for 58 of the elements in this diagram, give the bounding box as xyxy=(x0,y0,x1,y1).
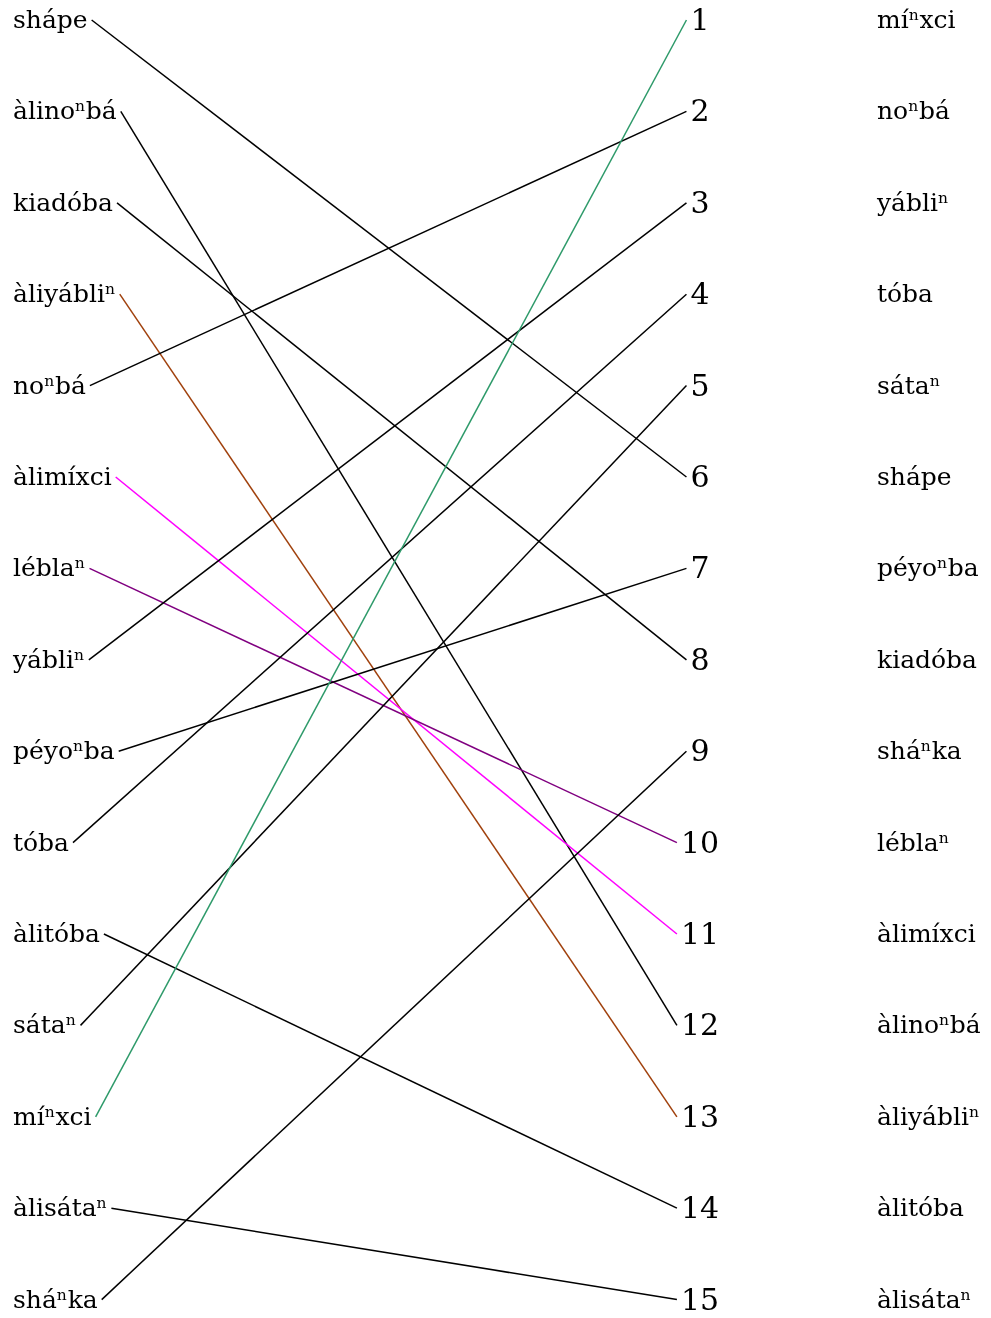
number-label: 5 xyxy=(690,367,710,404)
word-label: àlitóba xyxy=(877,1192,964,1225)
word-label: míⁿxci xyxy=(877,4,956,36)
word-label: àlinoⁿbá xyxy=(13,93,117,130)
word-label: noⁿbá xyxy=(13,367,86,404)
number-label: 9 xyxy=(690,733,710,770)
number-label: 8 xyxy=(690,641,710,678)
connector-line xyxy=(117,567,688,752)
word-label: sátaⁿ xyxy=(877,369,941,402)
number-label: 1 xyxy=(690,2,710,38)
connector-line xyxy=(88,567,678,844)
word-label: àlisátaⁿ xyxy=(877,1283,972,1316)
connector-line xyxy=(114,476,678,935)
number-label: 4 xyxy=(690,276,710,313)
number-label: 13 xyxy=(680,1098,720,1135)
word-label: àlimíxci xyxy=(13,459,112,495)
word-label: àliyábliⁿ xyxy=(877,1100,980,1133)
connector-line xyxy=(90,19,688,478)
connector-line xyxy=(110,1207,678,1301)
word-label: sátaⁿ xyxy=(13,1007,77,1044)
word-label: àlimíxci xyxy=(877,918,976,950)
word-label: shápe xyxy=(13,2,88,38)
connector-line xyxy=(79,384,688,1027)
word-label: àlinoⁿbá xyxy=(877,1009,981,1042)
connector-line xyxy=(120,110,678,1027)
word-label: yábliⁿ xyxy=(877,186,949,219)
number-label: 15 xyxy=(680,1281,720,1318)
word-label: sháⁿka xyxy=(13,1281,98,1318)
word-label: kiadóba xyxy=(877,643,977,676)
number-label: 12 xyxy=(680,1007,720,1044)
number-label: 11 xyxy=(680,916,720,952)
connector-line xyxy=(100,750,688,1301)
word-label: tóba xyxy=(877,278,933,311)
word-label: kiadóba xyxy=(13,184,113,221)
word-label: tóba xyxy=(13,824,69,861)
connector-line xyxy=(72,293,688,844)
word-label: péyoⁿba xyxy=(13,733,115,770)
connector-line xyxy=(89,110,688,387)
word-label: míⁿxci xyxy=(13,1098,92,1135)
number-label: 14 xyxy=(680,1190,720,1227)
number-label: 6 xyxy=(690,459,710,495)
word-label: noⁿbá xyxy=(877,95,950,128)
word-label: péyoⁿba xyxy=(877,552,979,585)
word-label: léblaⁿ xyxy=(877,826,950,859)
number-label: 10 xyxy=(680,824,720,861)
connector-line xyxy=(94,19,688,1118)
word-label: shápe xyxy=(877,461,952,493)
word-label: àliyábliⁿ xyxy=(13,276,116,313)
connector-line xyxy=(103,933,678,1209)
connector-line xyxy=(119,293,678,1118)
word-label: àlitóba xyxy=(13,916,100,952)
number-label: 7 xyxy=(690,550,710,587)
word-label: sháⁿka xyxy=(877,735,962,768)
word-label: àlisátaⁿ xyxy=(13,1190,108,1227)
number-label: 2 xyxy=(690,93,710,130)
word-label: yábliⁿ xyxy=(13,641,85,678)
number-label: 3 xyxy=(690,184,710,221)
word-label: léblaⁿ xyxy=(13,550,86,587)
